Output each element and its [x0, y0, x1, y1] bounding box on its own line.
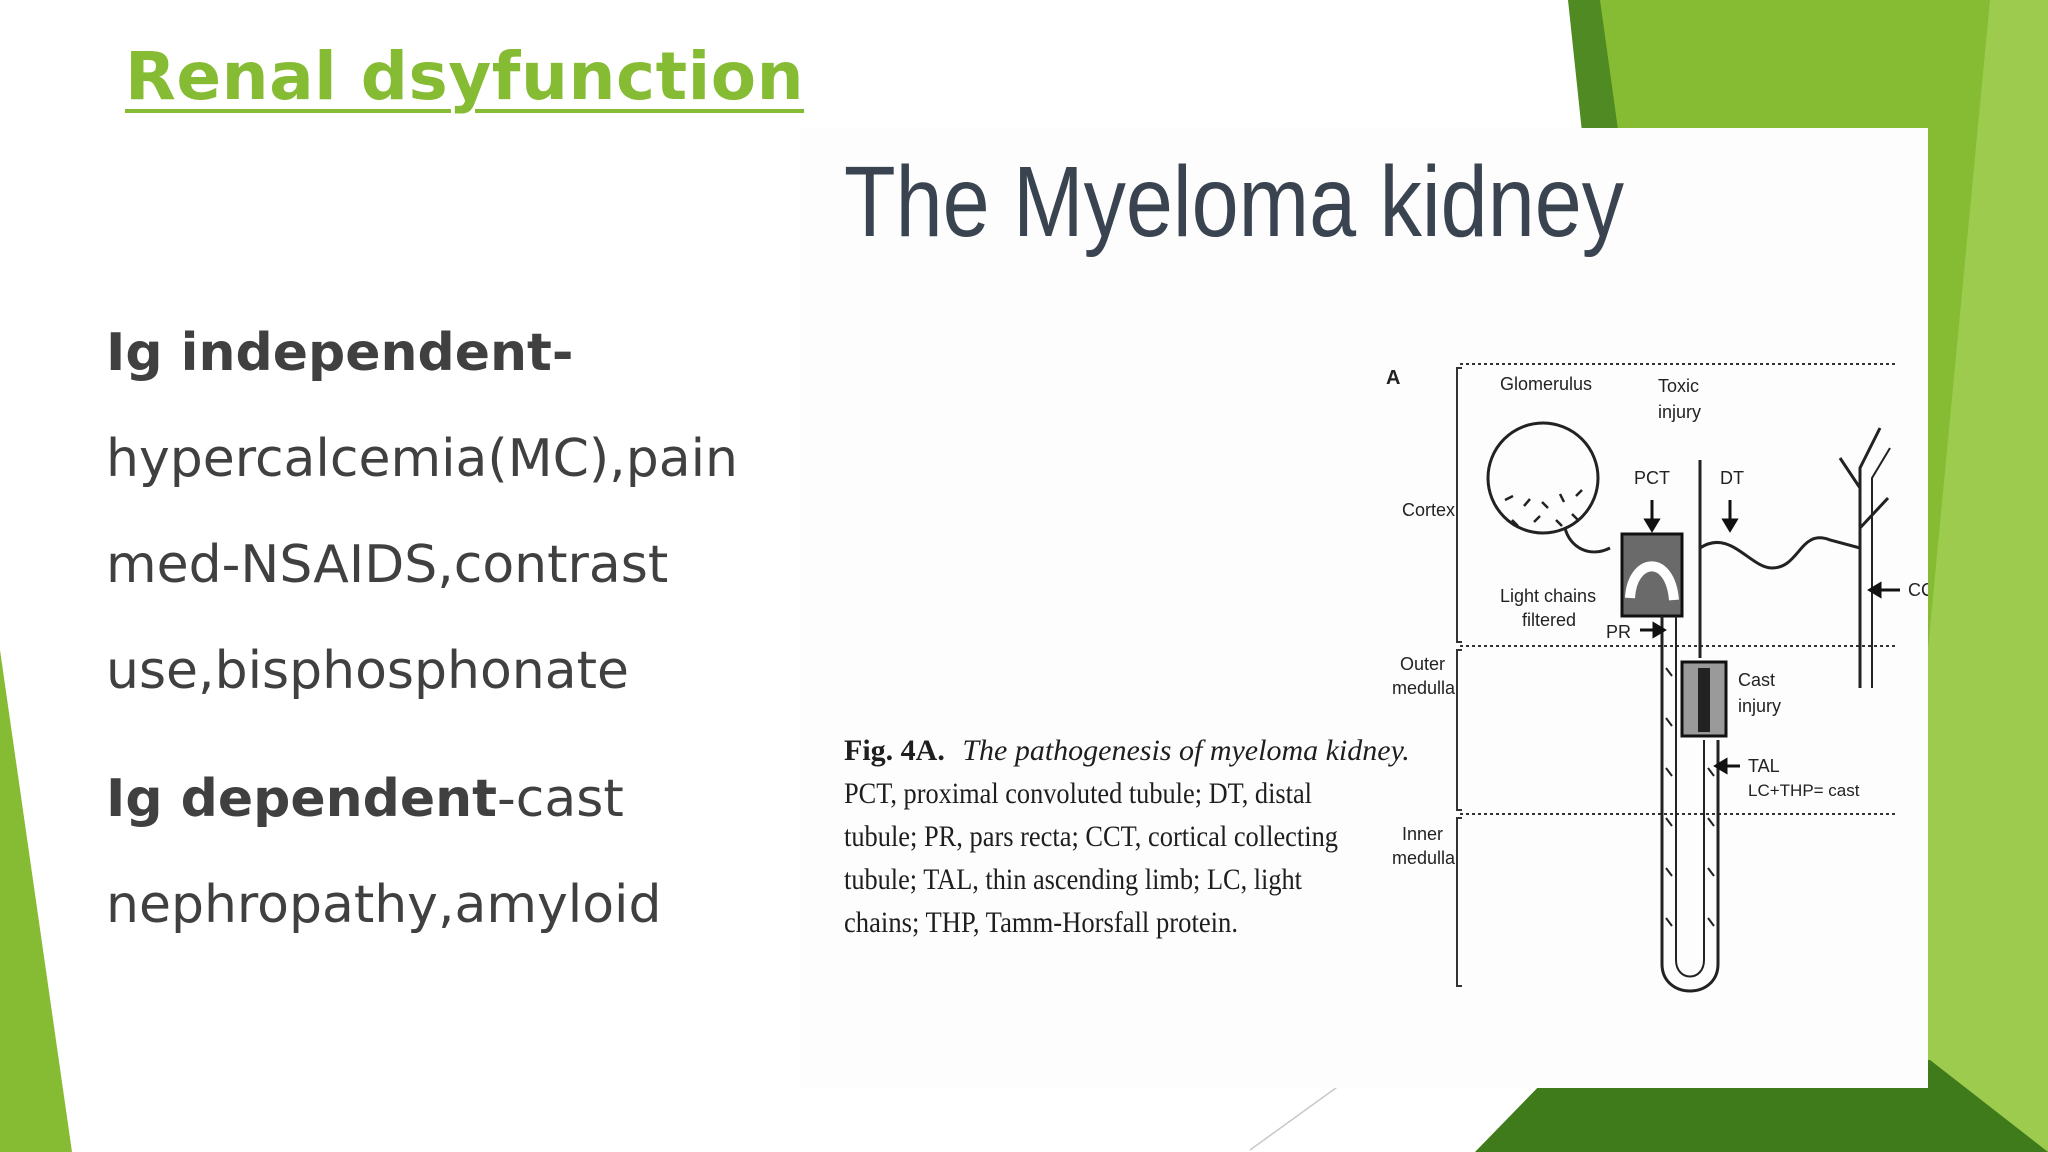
label-pct: PCT: [1634, 468, 1670, 488]
label-light-chains: Light chains: [1500, 586, 1596, 606]
ig-independent-line-1: hypercalcemia(MC),pain: [106, 429, 738, 489]
zone-inner-medulla: medulla: [1392, 848, 1456, 868]
slide-title: Renal dsyfunction: [125, 38, 805, 115]
caption-line-0: Fig. 4A. The pathogenesis of myeloma kid…: [844, 734, 1410, 767]
ig-independent-label: Ig independent-: [106, 323, 574, 383]
inner-medulla-bracket: [1456, 817, 1462, 987]
label-toxic: Toxic: [1658, 376, 1699, 396]
arrows: [1640, 500, 1900, 775]
panel-letter: A: [1386, 367, 1400, 389]
myeloma-kidney-figure: The Myeloma kidney Fig. 4A. The pathogen…: [800, 128, 1928, 1088]
loop-of-henle: [1660, 616, 1720, 993]
collecting-duct-inner: [1871, 447, 1891, 688]
body-text: Ig independent- hypercalcemia(MC),pain m…: [106, 300, 786, 958]
label-injury: injury: [1658, 402, 1701, 422]
pct-tubule: [1625, 561, 1679, 601]
figure-canvas: The Myeloma kidney Fig. 4A. The pathogen…: [844, 146, 1928, 993]
label-cast-injury: injury: [1738, 696, 1781, 716]
light-chain-dashes: [1504, 489, 1583, 527]
nephron-diagram: A Cortex Outer medulla Inner medulla: [1386, 363, 1928, 993]
figure-heading: The Myeloma kidney: [844, 146, 1624, 258]
label-dt: DT: [1720, 468, 1744, 488]
label-pr: PR: [1606, 622, 1631, 642]
ig-independent-line-3: use,bisphosphonate: [106, 641, 629, 701]
label-cast: Cast: [1738, 670, 1775, 690]
hairline: [1249, 1084, 1341, 1151]
distal-tubule: [1699, 536, 1861, 570]
caption-line-4: chains; THP, Tamm-Horsfall protein.: [844, 906, 1238, 939]
outer-medulla-bracket: [1456, 649, 1462, 811]
cast-core: [1698, 668, 1710, 732]
label-filtered: filtered: [1522, 610, 1576, 630]
ig-independent-paragraph: Ig independent- hypercalcemia(MC),pain m…: [106, 300, 786, 724]
figure-caption: Fig. 4A. The pathogenesis of myeloma kid…: [844, 734, 1410, 939]
collecting-duct: [1838, 427, 1890, 688]
ig-dependent-line-1-rest: -cast: [497, 769, 624, 829]
ig-independent-line-2: med-NSAIDS,contrast: [106, 535, 669, 595]
caption-line-1: PCT, proximal convoluted tubule; DT, dis…: [844, 777, 1312, 810]
label-tal: TAL: [1748, 756, 1780, 776]
caption-fig-label: Fig. 4A.: [844, 734, 945, 767]
glomerular-outlet: [1563, 527, 1611, 554]
cortex-bracket: [1456, 367, 1462, 643]
zone-outer-medulla: medulla: [1392, 678, 1456, 698]
caption-line-3: tubule; TAL, thin ascending limb; LC, li…: [844, 863, 1303, 896]
caption-line-2: tubule; PR, pars recta; CCT, cortical co…: [844, 820, 1338, 853]
ig-dependent-paragraph: Ig dependent-cast nephropathy,amyloid: [106, 746, 786, 958]
label-glomerulus: Glomerulus: [1500, 374, 1592, 394]
loop-dashes: [1665, 667, 1715, 927]
zone-inner: Inner: [1402, 824, 1443, 844]
ig-dependent-label: Ig dependent: [106, 769, 498, 829]
ig-dependent-line-2: nephropathy,amyloid: [106, 875, 662, 935]
zone-cortex: Cortex: [1402, 500, 1455, 520]
caption-fig-title: The pathogenesis of myeloma kidney.: [962, 734, 1409, 767]
label-lc-thp: LC+THP= cast: [1748, 781, 1860, 800]
zone-outer: Outer: [1400, 654, 1445, 674]
label-cct: CCT: [1908, 580, 1928, 600]
pct-injury-box: [1620, 532, 1684, 618]
glomerulus-circle: [1486, 421, 1600, 535]
loop-inner: [1675, 616, 1705, 978]
left-sliver: [0, 650, 72, 1152]
